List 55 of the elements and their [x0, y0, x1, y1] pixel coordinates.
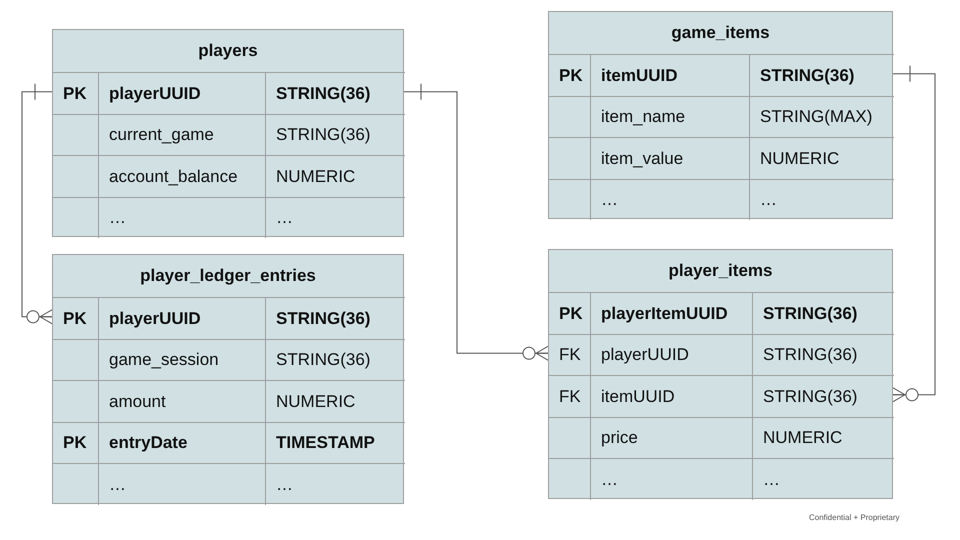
- column-name: …: [601, 189, 618, 211]
- key-type: FK: [559, 386, 581, 408]
- column-name: price: [601, 427, 638, 449]
- relationship-line: [892, 65, 936, 402]
- table: [52, 254, 404, 504]
- data-type: …: [276, 207, 293, 229]
- data-type: NUMERIC: [760, 148, 840, 170]
- key-type: PK: [559, 302, 583, 324]
- column-name: item_name: [601, 106, 686, 128]
- data-type: STRING(36): [276, 308, 370, 330]
- key-type: PK: [63, 432, 87, 454]
- table-title: player_items: [668, 260, 772, 282]
- table-title: game_items: [671, 22, 770, 44]
- data-type: STRING(36): [763, 386, 858, 408]
- data-type: STRING(36): [763, 302, 858, 324]
- column-name: current_game: [109, 124, 214, 146]
- column-name: itemUUID: [601, 386, 675, 408]
- column-name: account_balance: [109, 166, 238, 188]
- column-name: playerItemUUID: [601, 302, 728, 324]
- column-name: playerUUID: [109, 82, 201, 104]
- table: [52, 29, 404, 237]
- key-type: PK: [559, 64, 583, 86]
- column-name: playerUUID: [109, 308, 201, 330]
- data-type: STRING(MAX): [760, 106, 872, 128]
- column-name: …: [109, 207, 126, 229]
- column-name: item_value: [601, 148, 684, 170]
- table: [548, 11, 893, 219]
- data-type: NUMERIC: [276, 166, 356, 188]
- table-title: players: [198, 40, 258, 62]
- table-title: player_ledger_entries: [140, 265, 316, 288]
- data-type: STRING(36): [276, 349, 370, 371]
- data-type: STRING(36): [763, 344, 858, 366]
- key-type: FK: [559, 344, 581, 366]
- table: [548, 249, 893, 498]
- data-type: TIMESTAMP: [276, 432, 375, 454]
- column-name: …: [109, 474, 126, 496]
- key-type: PK: [63, 308, 87, 330]
- column-name: entryDate: [109, 432, 188, 454]
- footer-note: Confidential + Proprietary: [809, 512, 900, 524]
- column-name: itemUUID: [601, 64, 678, 86]
- column-name: game_session: [109, 349, 219, 371]
- column-name: …: [601, 468, 618, 490]
- data-type: NUMERIC: [276, 390, 356, 412]
- relationship-line: [22, 83, 52, 324]
- column-name: amount: [109, 390, 166, 412]
- data-type: …: [760, 189, 777, 211]
- data-type: …: [763, 468, 780, 490]
- data-type: STRING(36): [760, 64, 854, 86]
- column-name: playerUUID: [601, 344, 689, 366]
- data-type: NUMERIC: [763, 427, 842, 449]
- data-type: STRING(36): [276, 82, 370, 104]
- data-type: …: [276, 474, 293, 496]
- key-type: PK: [63, 82, 87, 104]
- data-type: STRING(36): [276, 124, 370, 146]
- relationship-line: [404, 83, 548, 361]
